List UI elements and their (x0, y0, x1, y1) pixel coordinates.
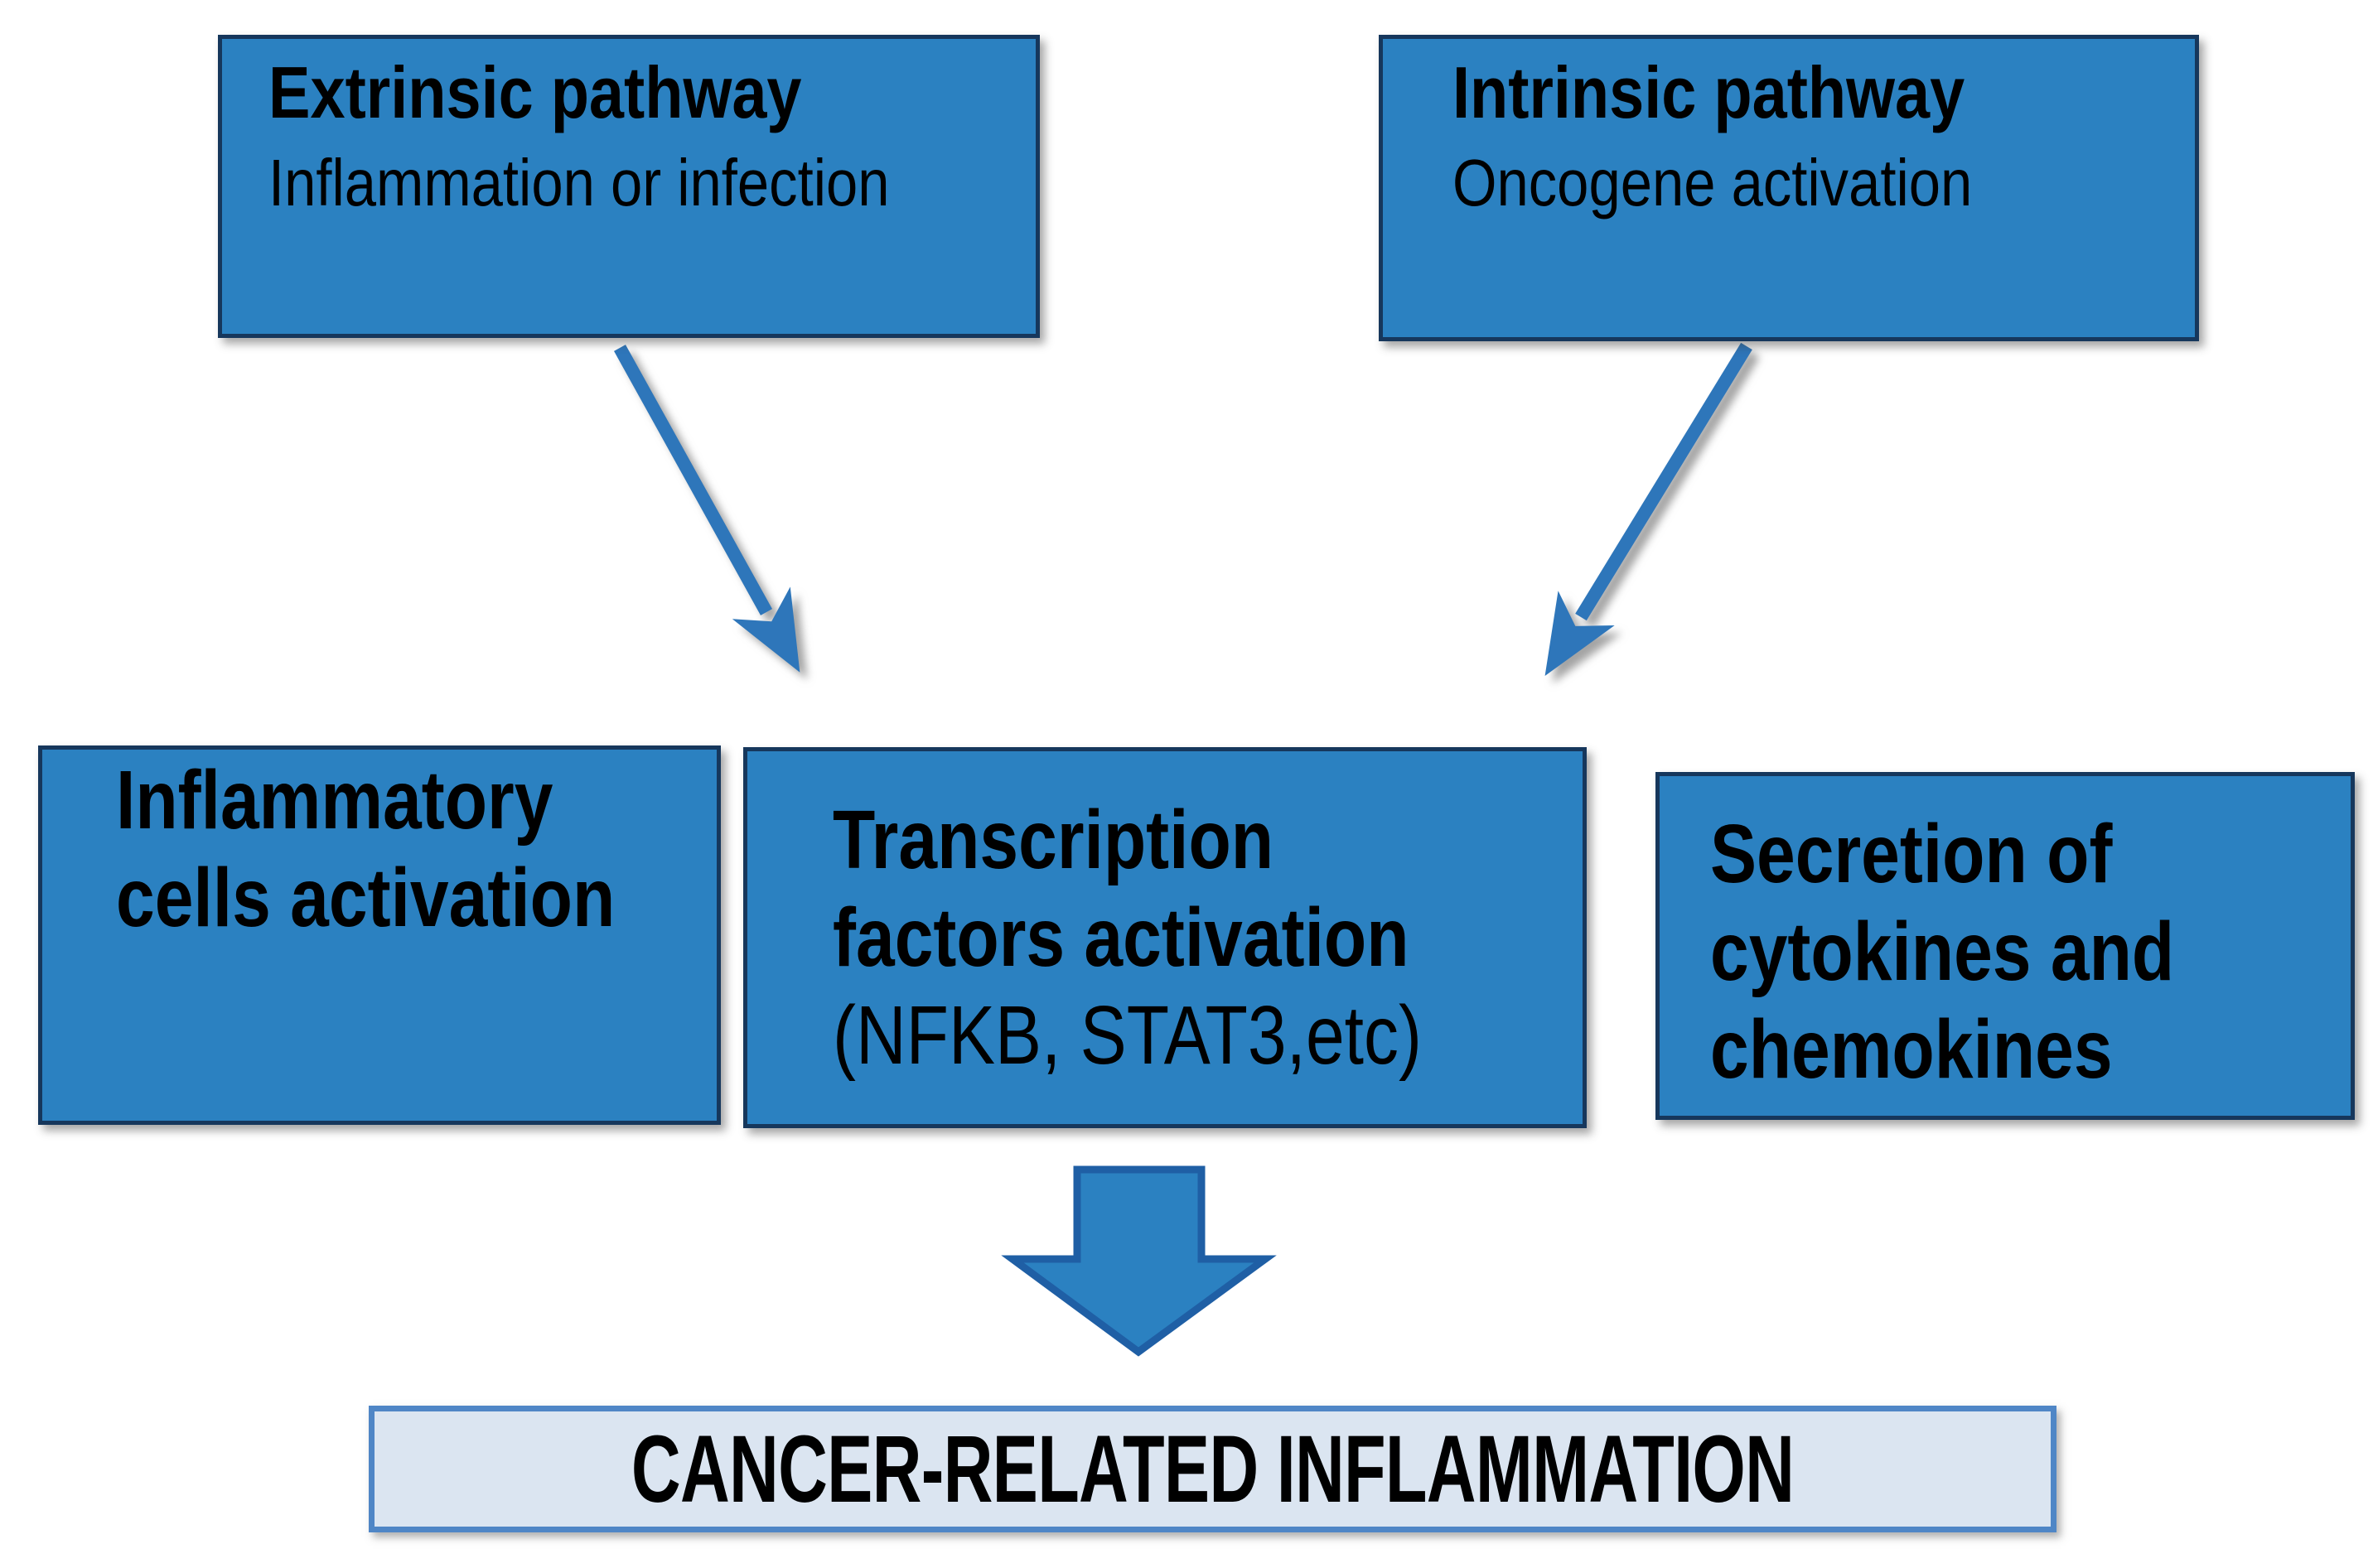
intrinsic-pathway-text: Intrinsic pathway Oncogene activation (1452, 46, 2070, 226)
transcription-factors-line2: factors activation (833, 891, 1409, 984)
transcription-factors-line1: Transcription (833, 794, 1274, 886)
secretion-cytokines-line1: Secretion of (1710, 808, 2113, 900)
intrinsic-pathway-title: Intrinsic pathway (1452, 51, 1965, 133)
secretion-cytokines-text: Secretion of cytokines and chemokines (1710, 805, 2235, 1098)
extrinsic-pathway-subtitle: Inflammation or infection (268, 146, 890, 220)
intrinsic-pathway-subtitle: Oncogene activation (1452, 146, 1973, 220)
inflammatory-cells-box: Inflammatory cells activation (38, 745, 721, 1125)
inflammatory-cells-line2: cells activation (116, 852, 616, 944)
extrinsic-pathway-title: Extrinsic pathway (268, 51, 802, 133)
intrinsic-pathway-arrow-icon (1544, 342, 1752, 676)
inflammatory-cells-text: Inflammatory cells activation (116, 751, 616, 947)
transcription-factors-text: Transcription factors activation (NFKB, … (833, 791, 1448, 1084)
secretion-cytokines-line2: cytokines and (1710, 905, 2175, 998)
extrinsic-pathway-text: Extrinsic pathway Inflammation or infect… (268, 46, 907, 226)
inflammatory-cells-line1: Inflammatory (116, 754, 553, 847)
transcription-factors-line3: (NFKB, STAT3,etc) (833, 989, 1422, 1082)
transcription-factors-box: Transcription factors activation (NFKB, … (743, 747, 1587, 1128)
extrinsic-pathway-arrow-icon (614, 345, 800, 673)
down-block-arrow-icon (1001, 1165, 1277, 1357)
cancer-related-inflammation-box: CANCER-RELATED INFLAMMATION (369, 1406, 2056, 1532)
extrinsic-pathway-box: Extrinsic pathway Inflammation or infect… (218, 35, 1040, 338)
secretion-cytokines-box: Secretion of cytokines and chemokines (1655, 772, 2355, 1120)
secretion-cytokines-line3: chemokines (1710, 1003, 2113, 1096)
cancer-related-inflammation-label: CANCER-RELATED INFLAMMATION (631, 1416, 1795, 1522)
intrinsic-pathway-box: Intrinsic pathway Oncogene activation (1379, 35, 2199, 341)
